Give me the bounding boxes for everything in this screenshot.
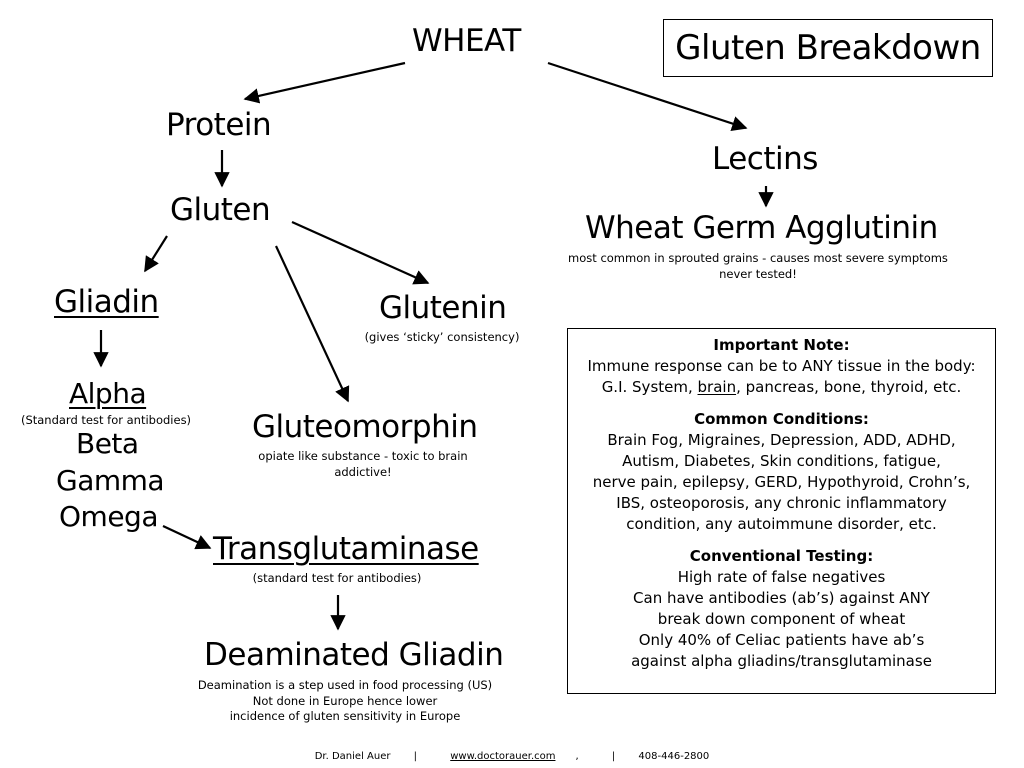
- conventional-testing-heading: Conventional Testing:: [689, 547, 874, 565]
- node-protein: Protein: [166, 107, 272, 143]
- testing-line: Only 40% of Celiac patients have ab’s: [638, 631, 925, 649]
- node-deaminated-gliadin: Deaminated Gliadin: [204, 637, 504, 673]
- node-transglutaminase: Transglutaminase: [213, 531, 479, 567]
- important-note-heading: Important Note:: [713, 336, 850, 354]
- wga-note: most common in sprouted grains - causes …: [558, 251, 958, 282]
- wga-note-line-2: never tested!: [719, 266, 797, 281]
- important-note-line-1: Immune response can be to ANY tissue in …: [587, 357, 976, 375]
- node-alpha: Alpha: [69, 377, 147, 410]
- testing-line: break down component of wheat: [657, 610, 906, 628]
- glutenin-note: (gives ‘sticky’ consistency): [364, 330, 520, 344]
- node-lectins: Lectins: [712, 141, 818, 177]
- important-note-line-2: G.I. System, brain, pancreas, bone, thyr…: [568, 377, 995, 398]
- important-note-line-2-prefix: G.I. System,: [601, 378, 698, 396]
- conditions-line: Autism, Diabetes, Skin conditions, fatig…: [622, 452, 941, 470]
- arrow-wheat-to-lectins: [547, 61, 748, 131]
- gluteomorphin-note-line-2: addictive!: [334, 464, 392, 479]
- footer-website-suffix: ,: [575, 751, 579, 762]
- testing-line: against alpha gliadins/transglutaminase: [631, 652, 932, 670]
- arrow-gluten-to-gluteomorphin: [275, 245, 350, 403]
- testing-line: High rate of false negatives: [677, 568, 886, 586]
- node-gliadin: Gliadin: [54, 284, 159, 320]
- wga-note-line-1: most common in sprouted grains - causes …: [568, 251, 948, 265]
- common-conditions-heading: Common Conditions:: [694, 410, 869, 428]
- deaminated-note-line-2: Not done in Europe hence lower: [252, 693, 438, 708]
- footer: Dr. Daniel Auer | www.doctorauer.com, | …: [0, 751, 1024, 762]
- footer-separator: |: [611, 751, 616, 762]
- arrow-gluten-to-gliadin: [144, 235, 168, 273]
- conditions-line: IBS, osteoporosis, any chronic inflammat…: [616, 494, 947, 512]
- deaminated-note: Deamination is a step used in food proce…: [190, 678, 500, 725]
- deaminated-note-line-3: incidence of gluten sensitivity in Europ…: [229, 709, 461, 724]
- gluteomorphin-note-line-1: opiate like substance - toxic to brain: [258, 449, 468, 463]
- arrow-wheat-to-protein: [243, 61, 406, 104]
- arrow-omega-to-transglutaminase: [162, 525, 212, 550]
- node-beta: Beta: [76, 427, 139, 460]
- node-gluten: Gluten: [170, 192, 271, 228]
- transglutaminase-note: (standard test for antibodies): [252, 571, 422, 585]
- important-note-box: Important Note: Immune response can be t…: [567, 328, 996, 694]
- footer-phone: 408-446-2800: [638, 751, 710, 762]
- node-wheat-germ-agglutinin: Wheat Germ Agglutinin: [585, 210, 938, 246]
- node-wheat: WHEAT: [412, 23, 521, 59]
- arrow-gluten-to-glutenin: [291, 220, 430, 285]
- conditions-line: nerve pain, epilepsy, GERD, Hypothyroid,…: [592, 473, 971, 491]
- node-omega: Omega: [59, 500, 158, 533]
- gluteomorphin-note: opiate like substance - toxic to brain a…: [238, 449, 488, 480]
- alpha-note: (Standard test for antibodies): [20, 413, 192, 427]
- conditions-line: condition, any autoimmune disorder, etc.: [626, 515, 937, 533]
- footer-separator: |: [413, 751, 418, 762]
- node-gamma: Gamma: [56, 464, 165, 497]
- testing-line: Can have antibodies (ab’s) against ANY: [633, 589, 930, 607]
- deaminated-note-line-1: Deamination is a step used in food proce…: [197, 678, 493, 692]
- important-note-line-2-suffix: , pancreas, bone, thyroid, etc.: [736, 378, 962, 396]
- diagram-title: Gluten Breakdown: [663, 19, 993, 77]
- brain-link[interactable]: brain: [697, 378, 737, 396]
- node-glutenin: Glutenin: [379, 290, 507, 326]
- footer-website-link[interactable]: www.doctorauer.com: [450, 751, 556, 762]
- conditions-line: Brain Fog, Migraines, Depression, ADD, A…: [607, 431, 956, 449]
- footer-author: Dr. Daniel Auer: [314, 751, 391, 762]
- node-gluteomorphin: Gluteomorphin: [252, 409, 478, 445]
